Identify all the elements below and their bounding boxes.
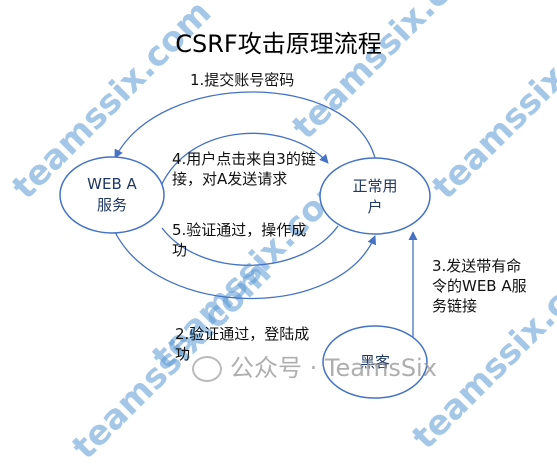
arrow-step1 — [114, 91, 376, 159]
arrow-step2 — [114, 231, 377, 300]
flow-diagram — [59, 91, 431, 399]
step5-label: 5.验证通过，操作成 功 — [172, 221, 307, 259]
wechat-icon — [192, 356, 222, 382]
wechat-watermark: 公众号 · TeamsSix — [192, 348, 437, 383]
node-hacker — [322, 325, 428, 399]
step1-label: 1.提交账号密码 — [190, 71, 295, 89]
step4-label: 4.用户点击来自3的链 接，对A发送请求 — [172, 150, 316, 188]
arrow-step5 — [161, 225, 339, 266]
node-web-a-label: WEB A 服务 — [87, 175, 137, 214]
node-web-a — [59, 156, 165, 234]
step2-label: 2.验证通过，登陆成 功 — [175, 325, 310, 363]
diagram-title: CSRF攻击原理流程 — [175, 30, 382, 58]
node-user-label: 正常用 户 — [352, 177, 398, 216]
step3-label: 3.发送带有命 令的WEB A服 务链接 — [432, 257, 527, 315]
arrow-step4 — [159, 132, 329, 189]
node-user — [319, 157, 431, 235]
node-hacker-label: 黑客 — [359, 353, 390, 371]
